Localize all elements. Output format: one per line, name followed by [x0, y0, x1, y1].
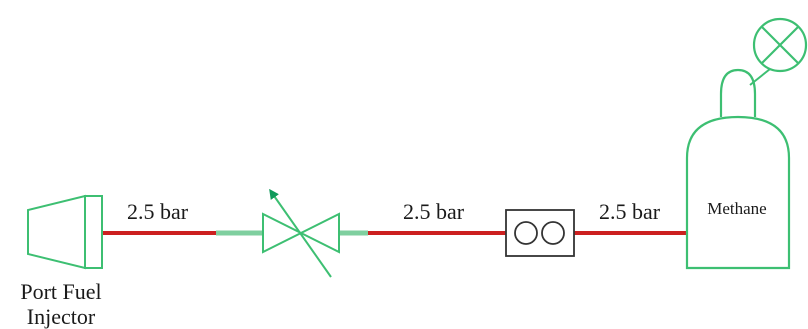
tank-label: Methane — [707, 199, 766, 218]
flow-meter-icon — [505, 209, 575, 257]
gauge-connector — [749, 68, 771, 86]
adjustable-valve-icon — [262, 188, 340, 278]
injector-label-line2: Injector — [27, 304, 96, 329]
pressure-label-1: 2.5 bar — [127, 199, 189, 224]
pressure-label-3: 2.5 bar — [599, 199, 661, 224]
pressure-gauge-icon — [752, 17, 808, 73]
port-fuel-injector-icon — [27, 194, 103, 270]
injector-label-line1: Port Fuel — [20, 279, 101, 304]
pressure-label-2: 2.5 bar — [403, 199, 465, 224]
gas-cylinder-icon — [685, 68, 791, 270]
